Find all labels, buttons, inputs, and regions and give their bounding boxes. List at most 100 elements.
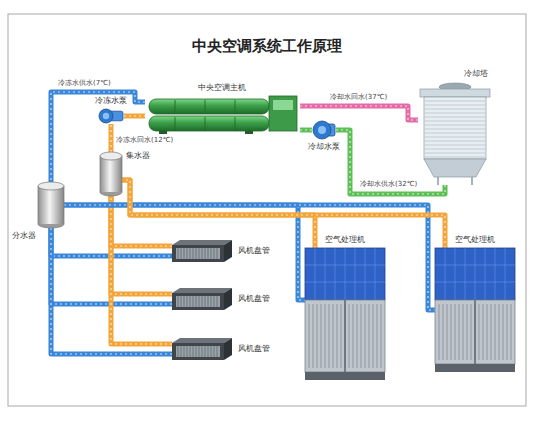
ahu-base: [305, 372, 385, 380]
unit-side: [224, 338, 232, 360]
grille-bar: [187, 296, 188, 307]
tower-slat: [425, 145, 485, 146]
ahu-top: [435, 248, 515, 300]
ahu-top: [305, 248, 385, 300]
pipe-highlight: [300, 129, 312, 130]
grille-bar: [217, 346, 218, 357]
ahu-slat: [313, 304, 314, 368]
pipe-body: [111, 196, 172, 344]
tower-slat: [425, 137, 485, 138]
ahu-slat: [507, 304, 508, 360]
equipment-label: 冷冻水泵: [95, 97, 127, 105]
grille-bar: [178, 296, 179, 307]
grille-bar: [193, 346, 194, 357]
grille-bar: [205, 346, 206, 357]
pipe-body: [64, 205, 305, 300]
panel-line: [325, 248, 326, 300]
tower-slat: [425, 153, 485, 154]
grille-bar: [199, 346, 200, 357]
grille-bar: [202, 296, 203, 307]
tower-deck: [420, 89, 490, 97]
grille-bar: [178, 346, 179, 357]
cooling-tower-node: 冷却塔: [418, 82, 492, 185]
grille-bar: [196, 346, 197, 357]
unit-top: [172, 240, 232, 245]
fan-coil-node: 风机盘管: [172, 288, 232, 310]
panel-line: [345, 248, 346, 300]
equipment-illustration: [435, 248, 515, 372]
grille-bar: [199, 296, 200, 307]
panel-line: [375, 248, 376, 300]
pipe-highlight: [300, 106, 418, 120]
pipe-connector: [122, 180, 445, 248]
equipment-illustration: [172, 288, 232, 310]
pipe-highlight: [64, 205, 305, 300]
unit-side: [224, 240, 232, 262]
tower-slat: [425, 129, 485, 130]
panel-line: [445, 248, 446, 300]
panel-line: [435, 282, 515, 283]
chiller-panel: [269, 96, 297, 131]
ahu-slat: [353, 304, 354, 368]
panel-line: [305, 265, 385, 266]
cylinder-top: [38, 182, 64, 190]
pipe-label: 冷冻水供水(7℃): [58, 80, 111, 87]
ahu-slat: [499, 304, 500, 360]
grille-bar: [184, 248, 185, 259]
chiller-leg: [245, 131, 253, 134]
tower-slat: [425, 121, 485, 122]
unit-top: [172, 338, 232, 343]
ahu-slat: [455, 304, 456, 360]
pipe-highlight: [122, 180, 445, 248]
tower-slat: [425, 125, 485, 126]
air-handler-node: 空气处理机: [305, 248, 385, 380]
cylinder-bottom: [38, 220, 64, 228]
ahu-slat: [463, 304, 464, 360]
pipe-highlight: [64, 205, 435, 310]
ahu-slat: [447, 304, 448, 360]
equipment-label: 风机盘管: [238, 295, 270, 303]
shell-band: [204, 100, 206, 113]
panel-line: [475, 248, 476, 300]
pipe-connector: [111, 196, 172, 344]
air-handler-node: 空气处理机: [435, 248, 515, 372]
grille-bar: [214, 346, 215, 357]
pipe-label: 冷冻水回水(12℃): [116, 137, 173, 144]
cylinder-bottom: [100, 188, 122, 196]
ahu-base: [435, 364, 515, 372]
ahu-slat: [467, 304, 468, 360]
pipe-connector: [300, 130, 312, 131]
equipment-label: 中央空调主机: [198, 84, 246, 92]
tower-slat: [425, 101, 485, 102]
equipment-label: 空气处理机: [455, 236, 495, 244]
shell-band: [204, 117, 206, 130]
ahu-slat: [503, 304, 504, 360]
tower-slat: [425, 149, 485, 150]
panel-line: [495, 248, 496, 300]
ahu-slat: [337, 304, 338, 368]
grille-bar: [190, 346, 191, 357]
ahu-slat: [325, 304, 326, 368]
shell-band: [174, 117, 176, 130]
equipment-illustration: [98, 108, 124, 124]
pump-hub: [103, 113, 109, 119]
pipe-highlight: [111, 196, 172, 294]
grille-bar: [187, 248, 188, 259]
ahu-slat: [309, 304, 310, 368]
grille-bar: [211, 296, 212, 307]
pipe-body: [124, 114, 145, 119]
grille-bar: [208, 248, 209, 259]
diagram-title: 中央空调系统工作原理: [0, 38, 534, 55]
chiller-shell: [149, 116, 269, 131]
equipment-label: 集水器: [126, 152, 150, 160]
chiller-leg: [159, 131, 167, 134]
pipe-body: [111, 196, 172, 294]
pipe-label: 冷却水回水(37℃): [330, 94, 387, 101]
pipe-body: [300, 128, 312, 133]
grille-bar: [193, 296, 194, 307]
tower-leg: [471, 177, 473, 185]
ahu-slat: [487, 304, 488, 360]
equipment-illustration: [305, 248, 385, 380]
unit-grille: [176, 296, 220, 307]
tower-basin: [424, 159, 486, 177]
